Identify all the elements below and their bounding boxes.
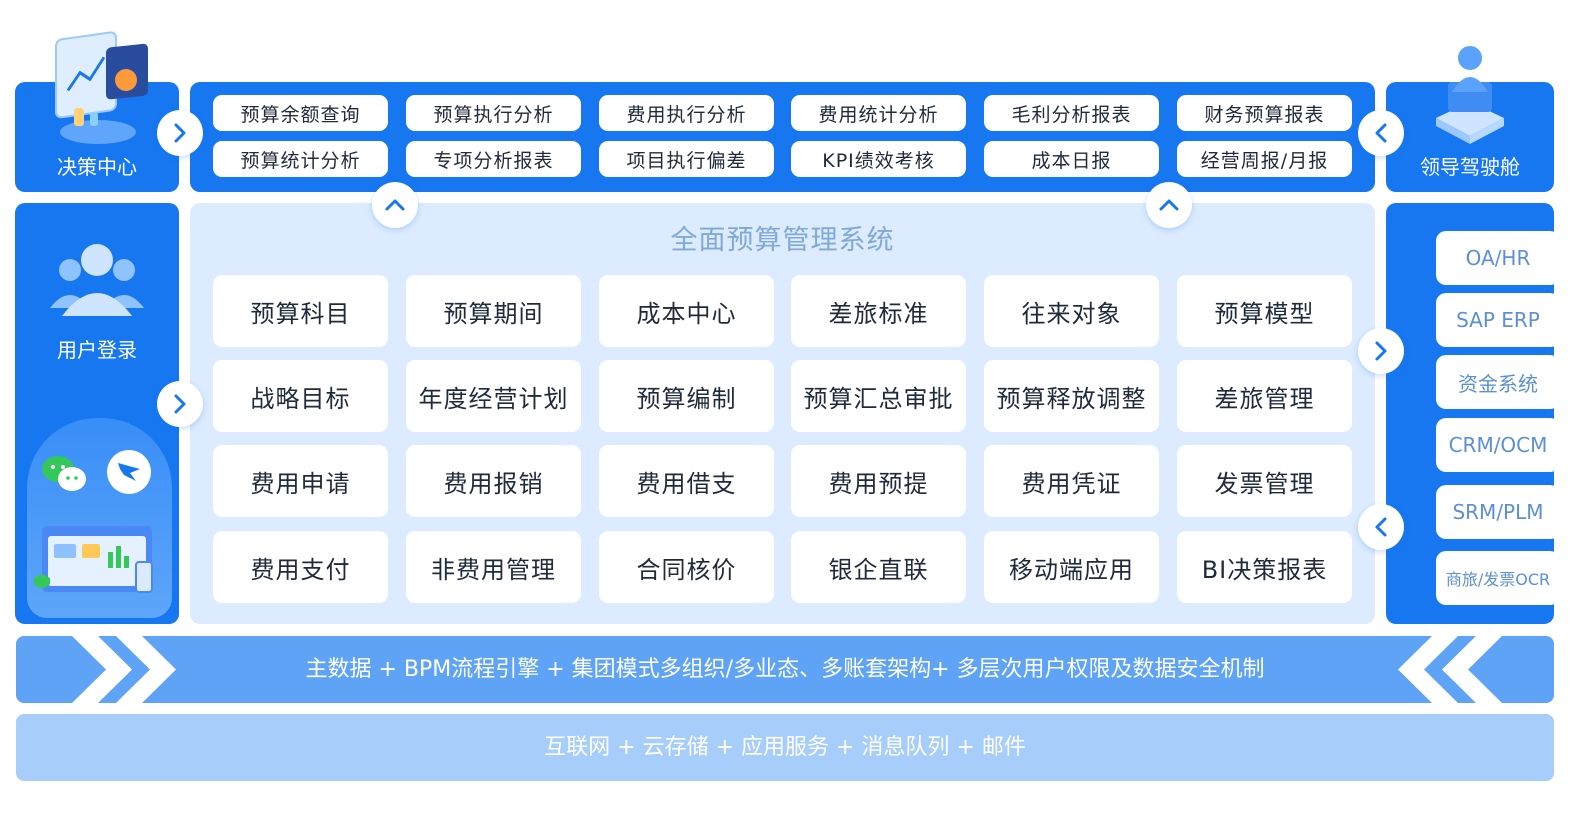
chevrons-left-icon <box>1398 636 1502 703</box>
report-pill[interactable]: 专项分析报表 <box>406 141 581 177</box>
report-pill[interactable]: 费用执行分析 <box>599 95 774 131</box>
report-pill[interactable]: 预算执行分析 <box>406 95 581 131</box>
chevron-left-icon[interactable] <box>1358 504 1404 550</box>
chevron-left-icon[interactable] <box>1358 110 1404 156</box>
chevron-up-icon[interactable] <box>1146 182 1192 228</box>
system-item[interactable]: SRM/PLM <box>1436 485 1560 539</box>
module-tile[interactable]: 发票管理 <box>1177 445 1352 517</box>
system-item[interactable]: OA/HR <box>1436 231 1560 285</box>
report-pill[interactable]: KPI绩效考核 <box>791 141 966 177</box>
module-tile[interactable]: 年度经营计划 <box>406 360 581 432</box>
module-tile[interactable]: 费用报销 <box>406 445 581 517</box>
platform-band: 主数据 + BPM流程引擎 + 集团模式多组织/多业态、多账套架构+ 多层次用户… <box>16 636 1554 703</box>
leader-cockpit-label: 领导驾驶舱 <box>1420 155 1520 179</box>
leader-cockpit-icon <box>1436 46 1504 144</box>
system-item[interactable]: SAP ERP <box>1436 293 1560 347</box>
module-tile[interactable]: 预算编制 <box>599 360 774 432</box>
report-pill[interactable]: 预算统计分析 <box>213 141 388 177</box>
module-tile[interactable]: 预算期间 <box>406 275 581 347</box>
module-tile[interactable]: BI决策报表 <box>1177 531 1352 603</box>
users-icon <box>50 244 144 316</box>
module-tile[interactable]: 费用申请 <box>213 445 388 517</box>
module-tile[interactable]: 成本中心 <box>599 275 774 347</box>
decision-center-label: 决策中心 <box>57 155 137 179</box>
module-tile[interactable]: 预算汇总审批 <box>791 360 966 432</box>
chevron-right-icon[interactable] <box>1358 328 1404 374</box>
module-tile[interactable]: 差旅标准 <box>791 275 966 347</box>
system-title: 全面预算管理系统 <box>670 225 895 256</box>
module-tile[interactable]: 银企直联 <box>791 531 966 603</box>
app-window-icon <box>34 526 153 593</box>
module-tile[interactable]: 费用凭证 <box>984 445 1159 517</box>
module-tile[interactable]: 费用预提 <box>791 445 966 517</box>
dingtalk-icon[interactable] <box>106 449 152 495</box>
system-item[interactable]: 资金系统 <box>1436 355 1560 409</box>
platform-band-text: 主数据 + BPM流程引擎 + 集团模式多组织/多业态、多账套架构+ 多层次用户… <box>305 657 1265 682</box>
user-login-label: 用户登录 <box>57 338 137 362</box>
wechat-icon[interactable] <box>40 452 90 496</box>
module-tile[interactable]: 预算模型 <box>1177 275 1352 347</box>
chevrons-right-icon <box>72 636 176 703</box>
dashboard-illustration-icon <box>55 31 148 144</box>
report-pill[interactable]: 毛利分析报表 <box>984 95 1159 131</box>
report-pill[interactable]: 费用统计分析 <box>791 95 966 131</box>
report-pill[interactable]: 经营周报/月报 <box>1177 141 1352 177</box>
module-tile[interactable]: 差旅管理 <box>1177 360 1352 432</box>
chevron-up-icon[interactable] <box>372 182 418 228</box>
module-tile[interactable]: 非费用管理 <box>406 531 581 603</box>
module-tile[interactable]: 预算释放调整 <box>984 360 1159 432</box>
chevron-right-icon[interactable] <box>157 110 203 156</box>
infrastructure-band-text: 互联网 + 云存储 + 应用服务 + 消息队列 + 邮件 <box>544 735 1026 760</box>
report-pill[interactable]: 项目执行偏差 <box>599 141 774 177</box>
report-pill[interactable]: 财务预算报表 <box>1177 95 1352 131</box>
module-tile[interactable]: 移动端应用 <box>984 531 1159 603</box>
chevron-right-icon[interactable] <box>157 381 203 427</box>
module-tile[interactable]: 预算科目 <box>213 275 388 347</box>
system-item[interactable]: 商旅/发票OCR <box>1436 551 1560 605</box>
report-pill[interactable]: 预算余额查询 <box>213 95 388 131</box>
system-item[interactable]: CRM/OCM <box>1436 418 1560 472</box>
infrastructure-band: 互联网 + 云存储 + 应用服务 + 消息队列 + 邮件 <box>16 714 1554 781</box>
report-pill[interactable]: 成本日报 <box>984 141 1159 177</box>
module-tile[interactable]: 战略目标 <box>213 360 388 432</box>
module-tile[interactable]: 费用支付 <box>213 531 388 603</box>
module-tile[interactable]: 往来对象 <box>984 275 1159 347</box>
module-tile[interactable]: 合同核价 <box>599 531 774 603</box>
module-tile[interactable]: 费用借支 <box>599 445 774 517</box>
